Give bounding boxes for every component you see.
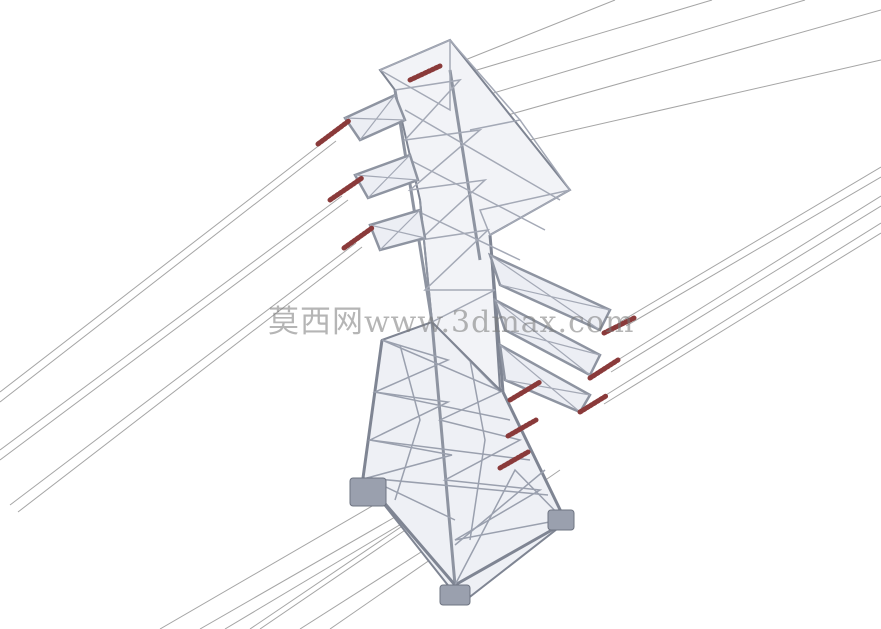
base-lattice bbox=[364, 321, 567, 586]
insulator-left-middle bbox=[327, 175, 365, 203]
insulator-left-bottom bbox=[341, 225, 375, 251]
insulator-lower-2 bbox=[505, 417, 539, 439]
tower-upper-body bbox=[378, 38, 572, 393]
insulator-lower-1 bbox=[507, 379, 543, 403]
insulator-top bbox=[407, 63, 443, 83]
upper-lattice bbox=[379, 38, 572, 323]
crossarm-lattice bbox=[344, 94, 611, 413]
insulator-right-bottom bbox=[577, 393, 609, 415]
insulators bbox=[315, 63, 637, 471]
footing-right bbox=[547, 509, 575, 531]
insulator-right-middle bbox=[587, 357, 621, 381]
footing-bottom bbox=[439, 584, 471, 606]
insulator-lower-3 bbox=[497, 449, 531, 471]
footing-left bbox=[349, 477, 387, 507]
insulator-right-top bbox=[601, 315, 637, 336]
footings bbox=[349, 477, 575, 606]
insulator-left-top bbox=[315, 117, 353, 147]
